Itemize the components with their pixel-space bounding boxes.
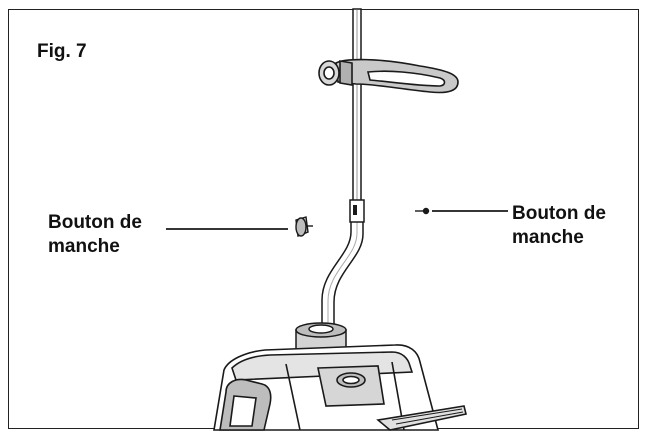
upper-handle-tube	[352, 8, 362, 210]
left-handle-knob	[295, 216, 313, 237]
figure-title: Fig. 7	[37, 41, 87, 62]
right-handle-bolt	[415, 207, 430, 215]
right-callout-line1: Bouton de	[512, 203, 606, 224]
left-callout-line2: manche	[48, 236, 120, 257]
top-grip-handle	[318, 58, 459, 94]
right-callout-line2: manche	[512, 227, 584, 248]
lower-handle-tube	[321, 199, 365, 325]
left-callout-label: Bouton de manche	[48, 211, 168, 259]
right-callout-label: Bouton de manche	[512, 202, 637, 250]
machine-body	[213, 344, 467, 431]
left-callout-line1: Bouton de	[48, 212, 142, 233]
